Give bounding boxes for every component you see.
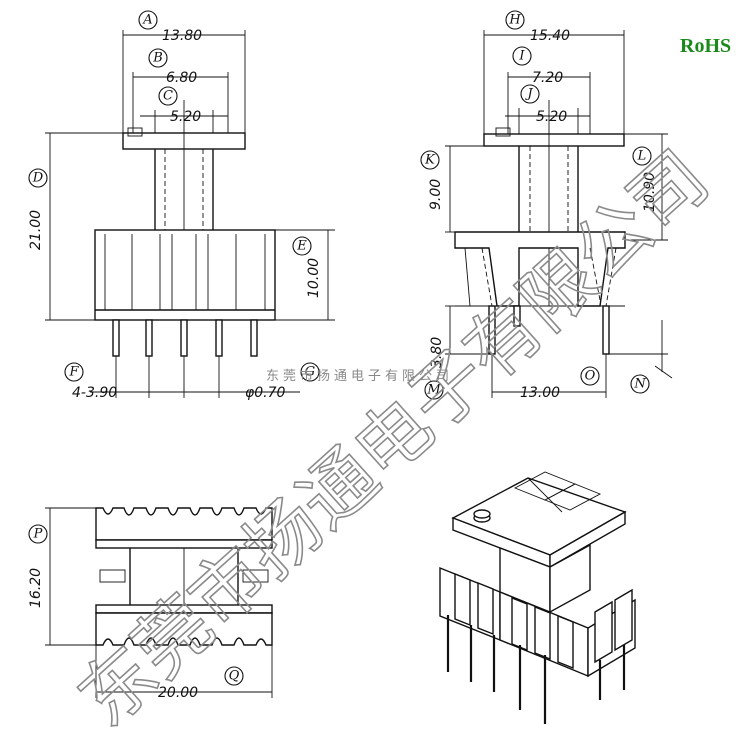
label-D-circle [28, 168, 48, 188]
label-G-circle [300, 362, 320, 382]
isometric-view [439, 471, 636, 724]
front-base-block [94, 229, 276, 321]
rohs-badge: RoHS [680, 35, 731, 57]
label-C-circle [158, 86, 178, 106]
dim-Q-value: 20.00 [158, 685, 198, 701]
front-pin-2 [145, 319, 153, 357]
label-I-circle [512, 46, 532, 66]
dim-B-value: 6.80 [166, 70, 197, 86]
label-P: P [33, 527, 43, 542]
dim-A-value: 13.80 [162, 28, 202, 44]
label-L: L [637, 149, 647, 164]
dim-H-value: 15.40 [530, 28, 570, 44]
label-A-circle [138, 10, 158, 30]
top-view: P 16.20 Q 20.00 [28, 507, 273, 701]
label-Q: Q [229, 669, 240, 684]
label-B-circle [148, 48, 168, 68]
dim-I-value: 7.20 [532, 70, 563, 86]
label-E: E [296, 239, 307, 254]
side-base [454, 231, 626, 307]
top-upper-flange [95, 507, 273, 541]
label-N: N [633, 377, 646, 392]
label-N-circle [630, 374, 650, 394]
label-L-circle [632, 146, 652, 166]
dim-P-value: 16.20 [28, 568, 44, 608]
iso-core-side [549, 543, 591, 614]
dim-D-value: 21.00 [28, 210, 44, 250]
front-pin-5 [250, 319, 258, 357]
label-G: G [305, 365, 315, 380]
dim-O-value: 13.00 [520, 385, 560, 401]
label-H: H [508, 13, 521, 28]
front-view: A 13.80 B 6.80 C 5.20 D 21.00 E 10.00 [28, 10, 335, 401]
label-K-circle [420, 150, 440, 170]
dim-K-value: 9.00 [428, 179, 444, 210]
dim-L-value: 10.90 [642, 172, 658, 212]
label-A: A [142, 13, 152, 28]
dim-J-value: 5.20 [536, 109, 567, 125]
label-O: O [585, 369, 596, 384]
label-M: M [426, 383, 441, 398]
side-flange-pin-mark [495, 127, 511, 137]
label-K: K [424, 153, 436, 168]
label-M-circle [424, 380, 444, 400]
front-pin-4 [215, 319, 223, 357]
dim-C-value: 5.20 [170, 109, 201, 125]
label-C: C [163, 89, 173, 104]
side-view: H 15.40 I 7.20 J 5.20 K 9.00 L 10.90 [420, 10, 673, 401]
front-pin-3 [180, 319, 188, 357]
label-I: I [518, 49, 525, 64]
label-J: J [524, 87, 533, 102]
dim-F-value: 4-3.90 [72, 385, 117, 401]
label-F: F [68, 365, 79, 380]
top-lower-flange [95, 612, 273, 646]
side-top-flange [483, 133, 625, 147]
front-flange-pin-mark [127, 127, 143, 137]
side-pin-mid [513, 305, 521, 327]
side-pin-right [602, 305, 610, 355]
label-F-circle [64, 362, 84, 382]
iso-top-plate-side [549, 510, 626, 569]
label-B: B [152, 51, 163, 66]
label-J-circle [520, 84, 540, 104]
watermark-small: 东莞市扬通电子有限公司 [266, 368, 453, 384]
label-E-circle [292, 236, 312, 256]
front-pin-1 [112, 319, 120, 357]
label-O-circle [580, 366, 600, 386]
label-D: D [32, 171, 44, 186]
dim-E-value: 10.00 [306, 258, 322, 298]
label-P-circle [28, 524, 48, 544]
dim-G-value: φ0.70 [245, 385, 286, 401]
label-Q-circle [224, 666, 244, 686]
label-H-circle [505, 10, 525, 30]
dim-M-value: 3.80 [429, 337, 445, 368]
